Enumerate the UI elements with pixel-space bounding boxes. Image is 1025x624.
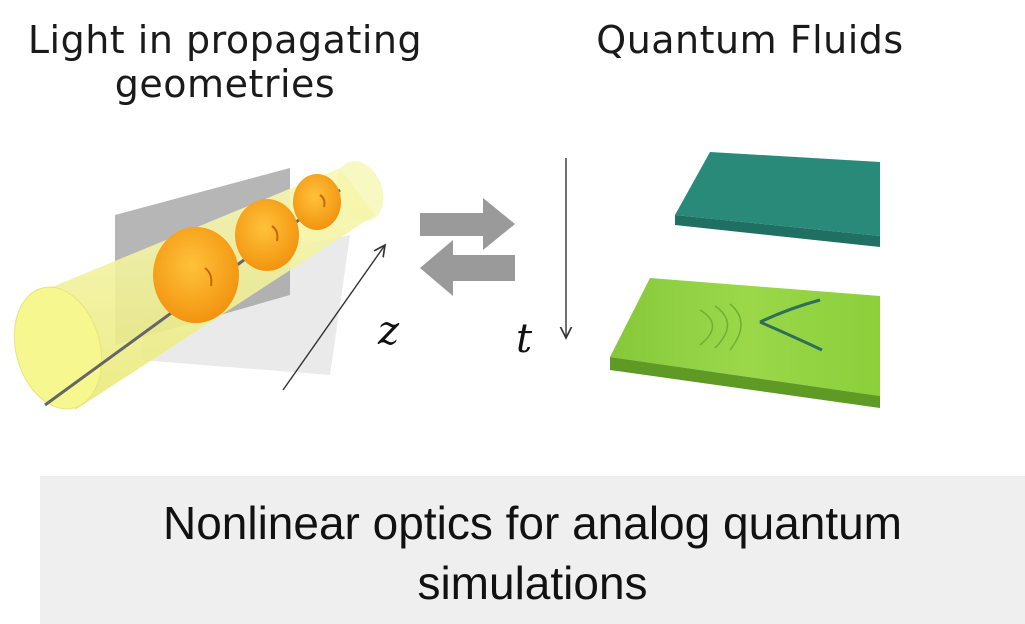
fluid-slab-evolved	[610, 278, 880, 408]
cylinder-far-end	[336, 161, 384, 221]
wake-pattern	[759, 298, 823, 352]
left-title-line-2: geometries	[114, 62, 336, 106]
caption-line-1: Nonlinear optics for analog quantum	[162, 497, 902, 549]
left-arrow-icon	[420, 240, 515, 296]
left-panel-title: Light in propagating geometries	[10, 18, 440, 106]
exchange-arrows	[420, 198, 515, 296]
right-arrow-icon	[420, 198, 515, 250]
fluid-slab-initial	[675, 152, 880, 247]
z-axis-label: z	[378, 308, 400, 354]
optical-vortex-disk-1	[153, 227, 239, 323]
left-title-line-1: Light in propagating	[27, 18, 423, 62]
right-panel-title: Quantum Fluids	[596, 18, 904, 62]
z-axis-arrow	[282, 245, 385, 391]
optical-vortex-disk-3	[293, 174, 341, 230]
optical-vortex-disk-2	[235, 199, 299, 271]
caption-banner	[40, 476, 1025, 624]
vortex-mark-2	[271, 225, 279, 242]
caption-line-2: simulations	[417, 557, 648, 609]
t-axis-label: t	[516, 316, 533, 362]
vortex-mark-1	[204, 267, 213, 287]
vortex-mark-3	[319, 194, 326, 208]
light-propagation-illustration	[13, 161, 384, 410]
wake-ripples	[699, 303, 742, 351]
